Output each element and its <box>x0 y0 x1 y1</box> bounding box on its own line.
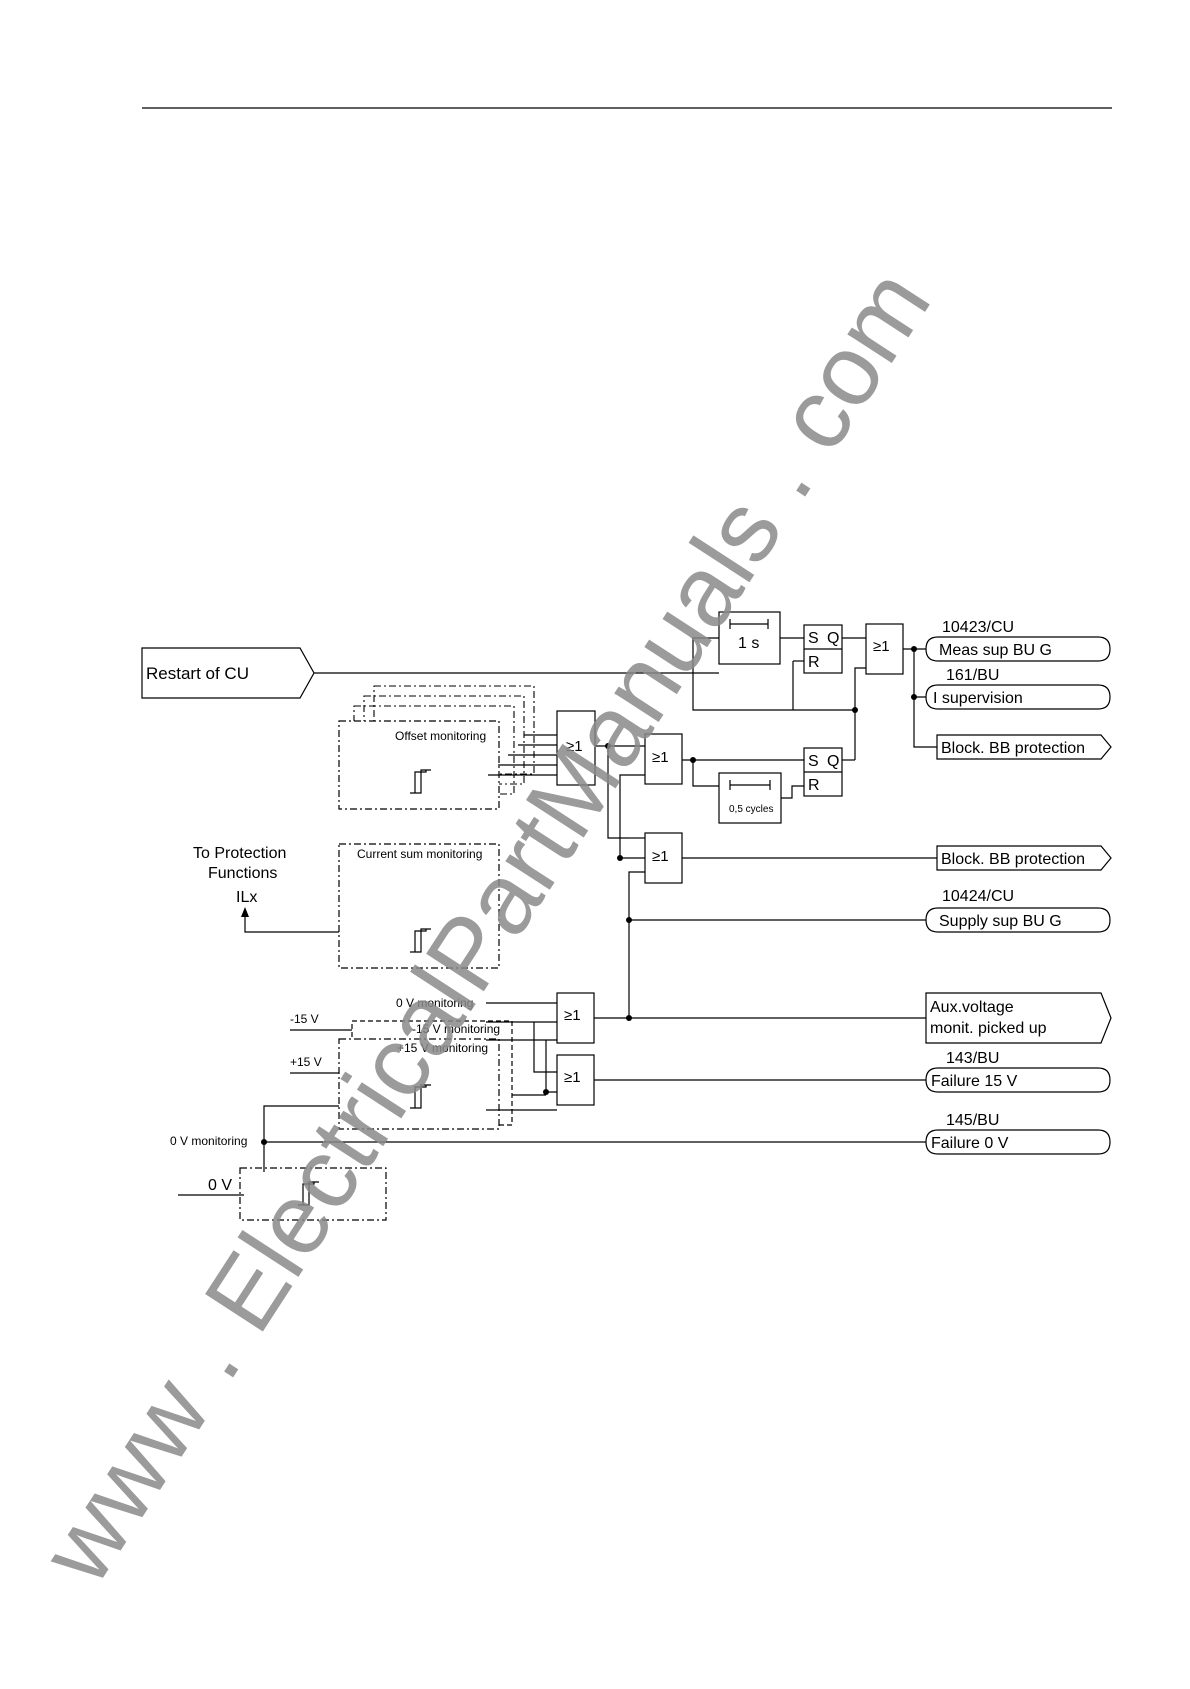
ilx-arrow-line <box>244 910 362 933</box>
output-2-label: I supervision <box>933 690 1023 707</box>
zero-v-label: 0 V <box>208 1177 232 1194</box>
svg-text:S: S <box>808 753 819 770</box>
functions-label: Functions <box>208 865 277 882</box>
svg-text:≥1: ≥1 <box>564 1007 581 1024</box>
output-4-arrow <box>936 845 1112 871</box>
output-8-terminal <box>925 1129 1111 1155</box>
minus-15v-monitoring-label: -15 V monitoring <box>412 1022 500 1036</box>
output-6-label-2: monit. picked up <box>930 1020 1047 1037</box>
timer-label: 1 s <box>738 635 759 652</box>
output-7-terminal <box>925 1067 1111 1093</box>
output-2-code: 161/BU <box>946 667 999 684</box>
timer-1s <box>718 611 781 665</box>
output-6-label-1: Aux.voltage <box>930 999 1014 1016</box>
output-1-label: Meas sup BU G <box>939 642 1052 659</box>
to-protection-label: To Protection <box>193 845 286 862</box>
output-5-code: 10424/CU <box>942 888 1014 905</box>
plus-15v-monitoring-label: +15 V monitoring <box>397 1041 488 1055</box>
svg-text:≥1: ≥1 <box>652 848 669 865</box>
svg-text:≥1: ≥1 <box>873 638 890 655</box>
output-5-terminal <box>925 907 1111 933</box>
svg-text:≥1: ≥1 <box>564 1069 581 1086</box>
or-gate-mid <box>644 733 683 785</box>
offset-monitoring-block <box>338 720 500 810</box>
zero-v-monitoring-input-label: 0 V monitoring <box>170 1134 247 1148</box>
plus-15v-monitoring-block <box>338 1038 500 1130</box>
output-4-label: Block. BB protection <box>941 851 1085 868</box>
output-3-arrow <box>936 734 1112 760</box>
or-gate-offset <box>556 710 596 786</box>
offset-monitoring-label: Offset monitoring <box>395 729 486 743</box>
svg-text:≥1: ≥1 <box>566 738 583 755</box>
or-gate-voltage-1 <box>556 992 595 1044</box>
zero-v-monitoring-label: 0 V monitoring <box>396 996 473 1010</box>
output-6-arrow <box>925 992 1112 1044</box>
svg-text:R: R <box>808 654 820 671</box>
current-sum-monitoring-block <box>338 843 500 969</box>
svg-text:Q: Q <box>827 630 839 647</box>
output-7-code: 143/BU <box>946 1050 999 1067</box>
timer-half-cycle <box>718 772 782 824</box>
restart-input-arrow <box>141 647 315 699</box>
zero-v-block <box>239 1167 387 1221</box>
output-8-code: 145/BU <box>946 1112 999 1129</box>
output-7-label: Failure 15 V <box>931 1073 1018 1090</box>
output-8-label: Failure 0 V <box>931 1135 1009 1152</box>
timer-half-cycle-label: 0,5 cycles <box>729 804 773 815</box>
output-3-label: Block. BB protection <box>941 740 1085 757</box>
ilx-label: ILx <box>236 889 257 906</box>
or-gate-top <box>865 623 904 675</box>
output-2-terminal <box>925 684 1111 710</box>
restart-input-label: Restart of CU <box>146 664 249 683</box>
svg-text:S: S <box>808 630 819 647</box>
output-1-code: 10423/CU <box>942 619 1014 636</box>
svg-text:Q: Q <box>827 753 839 770</box>
svg-text:≥1: ≥1 <box>652 749 669 766</box>
svg-text:R: R <box>808 777 820 794</box>
minus-15v-label: -15 V <box>290 1012 319 1026</box>
output-1-terminal <box>925 636 1111 662</box>
current-sum-monitoring-label: Current sum monitoring <box>357 847 482 861</box>
watermark: www . ElectricalPartManuals . com <box>19 250 952 1603</box>
plus-15v-label: +15 V <box>290 1055 322 1069</box>
output-5-label: Supply sup BU G <box>939 913 1062 930</box>
ilx-arrow-icon <box>241 907 249 917</box>
